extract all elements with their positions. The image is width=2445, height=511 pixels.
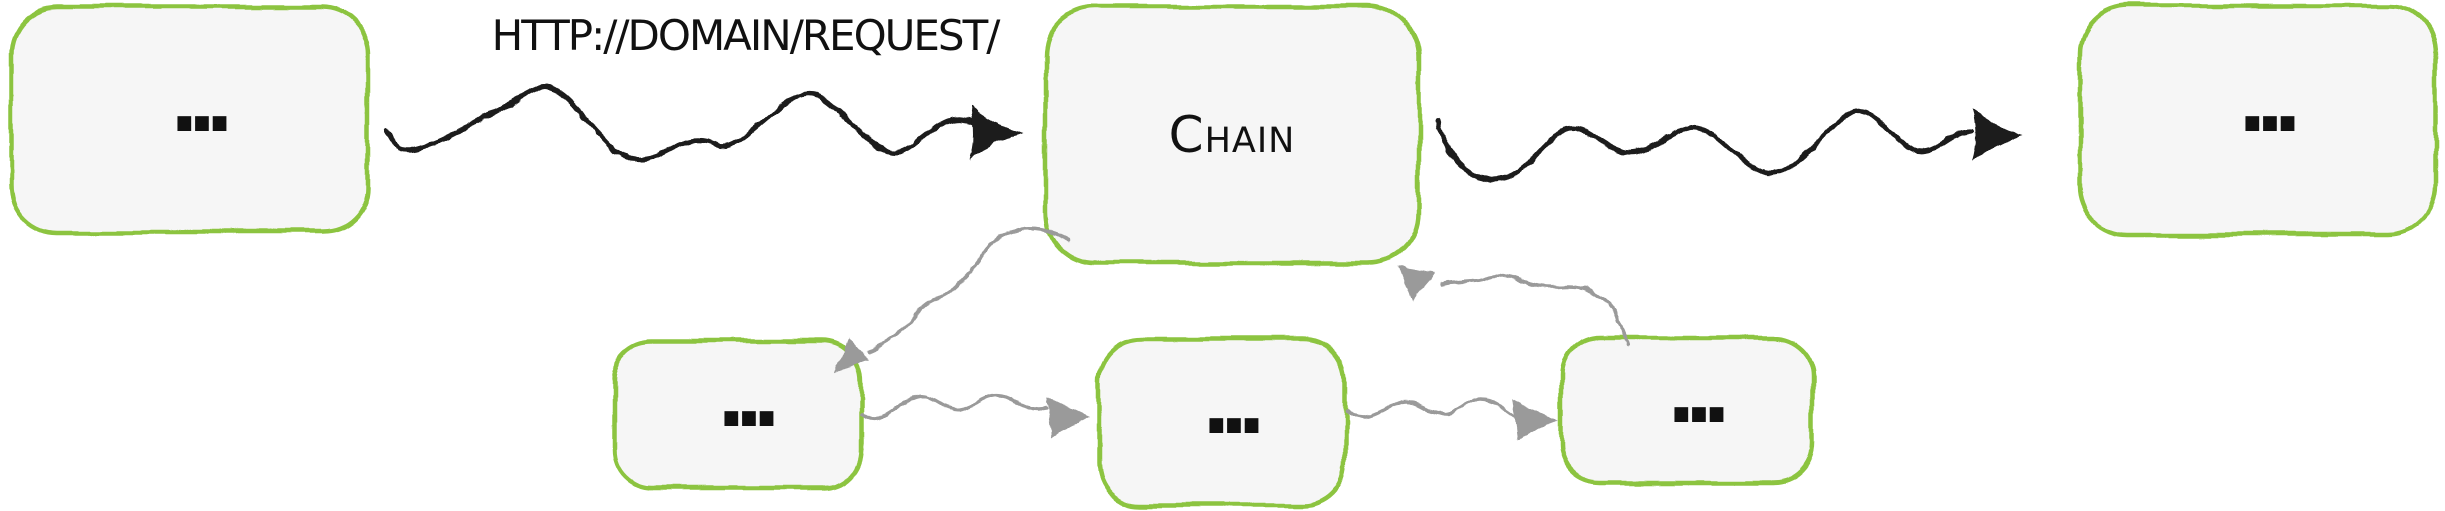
handler2-node-label: ...	[1201, 362, 1267, 453]
target-node-label: ...	[2237, 60, 2303, 151]
handler1-to-handler2-arrowhead	[1046, 396, 1090, 438]
chain-node-label: Chain	[1168, 106, 1296, 164]
source-node-box	[9, 4, 371, 235]
response-arrowhead	[1972, 108, 2023, 162]
chain-to-handler1-arrowhead	[834, 337, 869, 373]
handler3-to-chain-arrow	[1440, 273, 1630, 347]
handler1-node: ...	[614, 341, 860, 489]
chain-to-handler1-arrow	[866, 227, 1072, 354]
source-node-label: ...	[169, 59, 235, 150]
handler1-node-box	[611, 338, 863, 492]
handler3-to-chain-arrowhead	[1398, 265, 1437, 302]
request-arrowhead	[970, 106, 1024, 161]
request-arrow	[385, 84, 1003, 162]
handler1-to-handler2-arrow	[860, 393, 1048, 421]
handler3-node-label: ...	[1666, 350, 1732, 441]
handler2-node-box	[1096, 336, 1348, 508]
chain-node: Chain	[1043, 5, 1421, 265]
handler1-node-label: ...	[716, 355, 782, 446]
source-node: ...	[12, 7, 368, 232]
handler3-node-box	[1558, 334, 1816, 487]
response-arrow	[1434, 107, 1975, 183]
target-node-box	[2077, 3, 2439, 237]
handler3-node: ...	[1561, 337, 1813, 484]
chain-node-box	[1042, 4, 1422, 266]
target-node: ...	[2080, 6, 2436, 234]
handler2-to-handler3-arrow	[1348, 397, 1518, 419]
request-url-label: http://domain/request/	[491, 10, 1001, 60]
handler2-node: ...	[1099, 339, 1345, 505]
handler2-to-handler3-arrowhead	[1512, 399, 1557, 441]
